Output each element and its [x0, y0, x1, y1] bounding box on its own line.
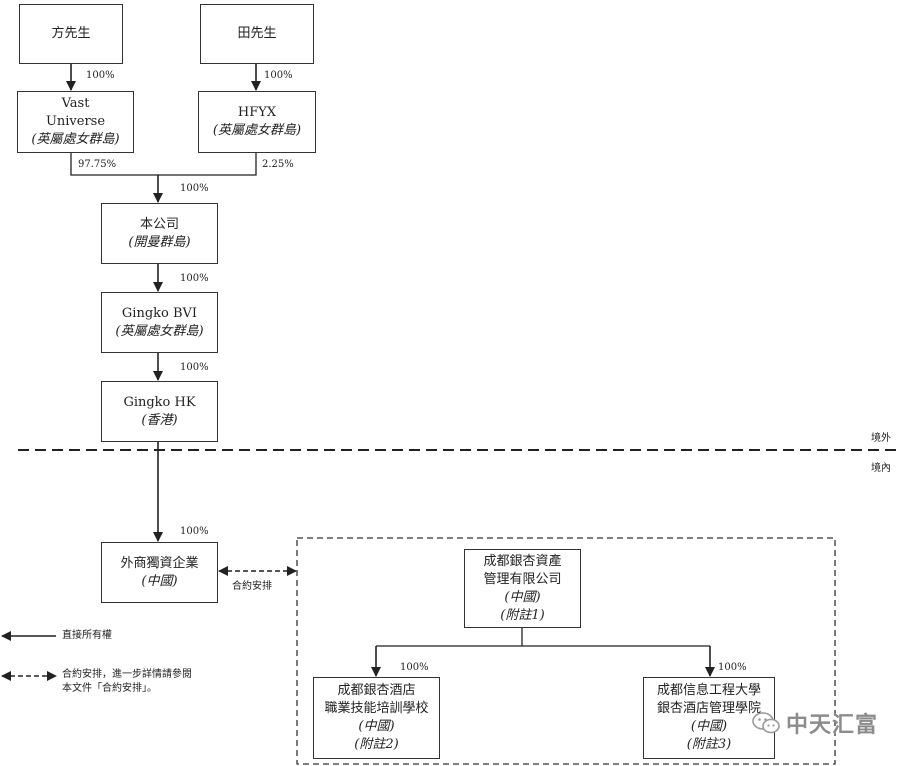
pct-tian-hfyx: 100%: [264, 70, 293, 81]
node-asset-mgmt-note2: (附註1): [500, 607, 545, 623]
node-company-note: (開曼群島): [128, 234, 191, 250]
wechat-icon: [752, 712, 780, 734]
legend-contract-text-line1: 合約安排，進一步詳情請參閱: [62, 669, 192, 680]
node-college-note1: (中國): [690, 719, 728, 734]
node-asset-mgmt-line1: 成都銀杏資產: [483, 553, 562, 569]
watermark: 中天汇富: [752, 707, 878, 739]
node-hfyx: HFYX (英屬處女群島): [198, 91, 316, 153]
pct-fang-vast: 100%: [86, 70, 115, 81]
node-fang: 方先生: [19, 4, 123, 64]
node-asset-mgmt-line2: 管理有限公司: [483, 571, 562, 587]
pct-vast-company: 97.75%: [78, 159, 117, 170]
node-tian-label: 田先生: [237, 26, 277, 41]
node-college: 成都信息工程大學 銀杏酒店管理學院 (中國) (附註3): [643, 677, 775, 759]
legend-direct-text: 直接所有權: [62, 630, 112, 641]
node-hfyx-label: HFYX: [237, 105, 277, 120]
node-vocational-line1: 成都銀杏酒店: [337, 683, 416, 698]
pct-hfyx-company: 2.25%: [262, 159, 294, 170]
node-gingko-hk-label: Gingko HK: [123, 394, 196, 410]
node-vocational-line2: 職業技能培訓學校: [324, 701, 429, 716]
pct-bvi-hk: 100%: [180, 362, 209, 373]
node-college-line2: 銀杏酒店管理學院: [656, 701, 761, 716]
node-tian: 田先生: [200, 4, 314, 64]
label-contractual: 合約安排: [232, 581, 272, 592]
pct-to-company: 100%: [180, 183, 209, 194]
pct-asset-vocational: 100%: [400, 662, 429, 673]
edge-shareholders-merge: [70, 153, 257, 176]
pct-company-bvi: 100%: [180, 273, 209, 284]
node-gingko-bvi: Gingko BVI (英屬處女群島): [101, 292, 218, 353]
label-onshore: 境內: [871, 463, 891, 474]
node-college-line1: 成都信息工程大學: [656, 683, 761, 698]
node-vast-line2: Universe: [45, 114, 106, 129]
node-vast-note: (英屬處女群島): [31, 132, 120, 147]
node-gingko-bvi-label: Gingko BVI: [121, 305, 198, 321]
node-fang-label: 方先生: [51, 26, 91, 41]
node-vast-line1: Vast: [61, 96, 90, 111]
node-gingko-hk: Gingko HK (香港): [101, 381, 218, 442]
node-hfyx-note: (英屬處女群島): [212, 123, 302, 138]
node-company-label: 本公司: [139, 216, 179, 232]
node-asset-mgmt: 成都銀杏資產 管理有限公司 (中國) (附註1): [464, 549, 581, 628]
node-gingko-bvi-note: (英屬處女群島): [115, 323, 204, 339]
node-college-note2: (附註3): [686, 737, 732, 752]
node-company: 本公司 (開曼群島): [101, 203, 218, 264]
label-offshore: 境外: [871, 433, 891, 444]
pct-hk-wfoe: 100%: [180, 526, 209, 537]
node-vocational-note2: (附註2): [354, 737, 399, 752]
node-wfoe-label: 外商獨資企業: [120, 555, 199, 571]
node-wfoe: 外商獨資企業 (中國): [101, 542, 218, 603]
vie-enclosure: [296, 537, 836, 765]
legend-contract-text-line2: 本文件「合約安排」。: [62, 683, 157, 694]
node-vocational-note1: (中國): [358, 719, 395, 734]
node-gingko-hk-note: (香港): [141, 412, 178, 428]
node-vocational: 成都銀杏酒店 職業技能培訓學校 (中國) (附註2): [313, 677, 440, 759]
pct-asset-college: 100%: [718, 662, 747, 673]
watermark-text: 中天汇富: [786, 713, 879, 738]
node-asset-mgmt-note1: (中國): [504, 589, 541, 605]
node-vast: Vast Universe (英屬處女群島): [17, 91, 134, 153]
node-wfoe-note: (中國): [141, 573, 178, 589]
